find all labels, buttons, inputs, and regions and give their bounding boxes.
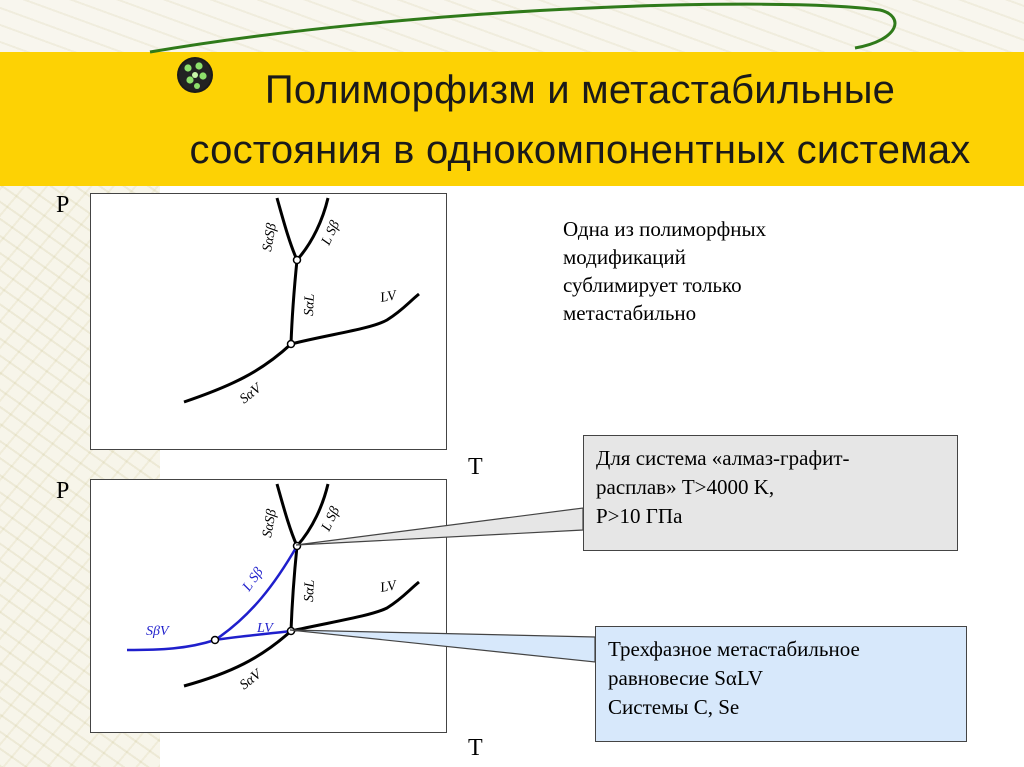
callout-blue-line-2: равновесие SαLV (608, 666, 763, 690)
curve-sa-sb (275, 483, 299, 547)
label-sa-v: SαV (237, 666, 265, 693)
note-line-3: сублимирует только (563, 273, 742, 297)
curve-sa-v (183, 629, 293, 688)
curve-l-sb (295, 483, 330, 547)
curve-sa-l (289, 545, 299, 632)
curve-sa-l (289, 259, 299, 345)
label-lv: LV (378, 578, 399, 596)
label-l-sb: L Sβ (319, 219, 344, 249)
accent-arc (149, 2, 897, 54)
callout-gray: Для система «алмаз-графит- расплав» T>40… (583, 435, 958, 551)
triple-point-lower (286, 339, 296, 349)
callout-blue-line-3: Системы C, Se (608, 695, 740, 719)
callout-blue-line-1: Трехфазное метастабильное (608, 637, 860, 661)
phase-diagram-bottom-svg: SαSβ L Sβ SαL LV SαV L Sβ LV SβV (126, 483, 420, 693)
phase-diagram-top-svg: SαSβ L Sβ SαL LV SαV (183, 197, 420, 407)
note-line-4: метастабильно (563, 301, 697, 325)
axis-t-top: T (468, 454, 483, 480)
label-sa-sb: SαSβ (260, 508, 280, 539)
label-metastable-lv: LV (256, 621, 274, 636)
triple-point-upper (292, 541, 302, 551)
axis-p-top: P (56, 192, 70, 218)
note-text: Одна из полиморфных модификаций сублимир… (563, 215, 766, 327)
label-sa-l: SαL (302, 579, 318, 602)
phase-diagram-bottom: SαSβ L Sβ SαL LV SαV L Sβ LV SβV (90, 479, 447, 733)
metastable-triple-point (210, 635, 220, 645)
label-sa-sb: SαSβ (260, 222, 280, 253)
metastable-curve-l-sb (214, 545, 299, 642)
metastable-curve-lv (214, 629, 292, 642)
metastable-curve-sb-v (126, 638, 216, 652)
label-sa-l: SαL (302, 293, 318, 316)
callout-gray-line-3: P>10 ГПа (596, 504, 683, 528)
phase-diagram-top: SαSβ L Sβ SαL LV SαV (90, 193, 447, 450)
triple-point-upper (292, 255, 302, 265)
callout-gray-line-2: расплав» T>4000 K, (596, 475, 775, 499)
axis-t-bottom: T (468, 735, 483, 761)
curve-lv (290, 580, 420, 633)
title-band (0, 52, 1024, 186)
bullet-orb-icon (177, 57, 213, 93)
label-sa-v: SαV (237, 380, 265, 407)
callout-gray-line-1: Для система «алмаз-графит- (596, 446, 850, 470)
note-line-1: Одна из полиморфных (563, 217, 767, 241)
curve-sa-sb (275, 197, 299, 261)
page-title: Полиморфизм и метастабильные состояния в… (150, 60, 1010, 180)
title-line-2: состояния в однокомпонентных системах (189, 128, 971, 172)
label-metastable-l-sb: L Sβ (239, 565, 266, 595)
callout-blue: Трехфазное метастабильное равновесие SαL… (595, 626, 967, 742)
curve-lv (290, 292, 420, 346)
curve-l-sb (295, 197, 330, 261)
axis-p-bottom: P (56, 478, 70, 504)
title-line-1: Полиморфизм и метастабильные (264, 68, 896, 112)
note-line-2: модификаций (563, 245, 686, 269)
triple-point-lower (286, 626, 296, 636)
label-l-sb: L Sβ (319, 505, 344, 535)
curve-sa-v (183, 342, 293, 404)
label-lv: LV (378, 288, 399, 306)
label-metastable-sb-v: SβV (146, 624, 170, 639)
